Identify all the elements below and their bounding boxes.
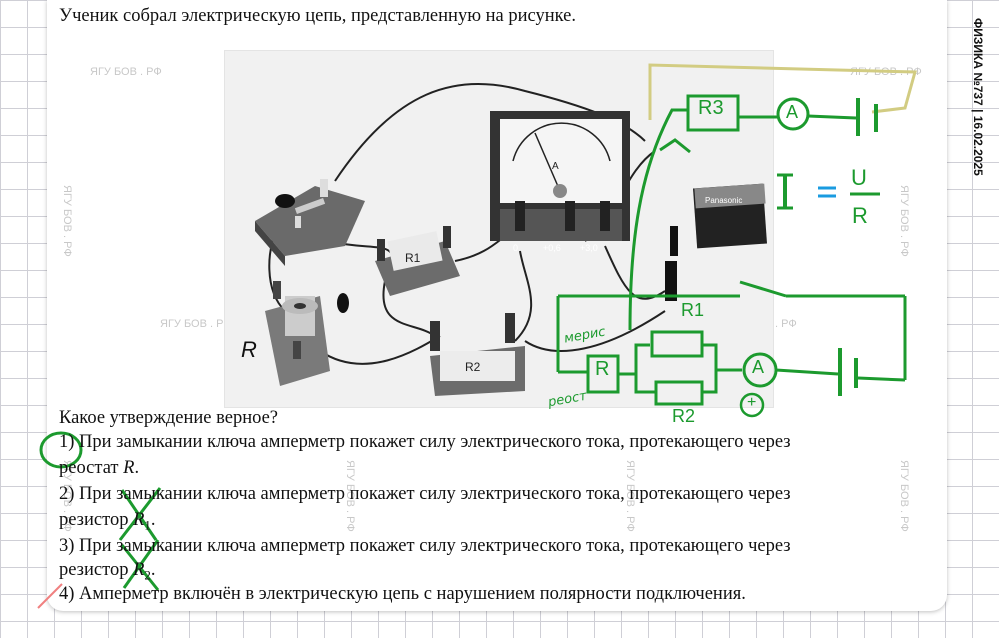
r1-box <box>650 330 704 358</box>
option-2-text: При замыкании ключа амперметр покажет си… <box>79 484 791 504</box>
r3-label: R3 <box>698 97 724 119</box>
pink-strike <box>37 583 63 609</box>
rheostat <box>265 281 349 386</box>
ammeter-circle <box>776 97 810 131</box>
selected-answer-circle <box>39 431 83 469</box>
rheostat-annotation: R <box>595 358 610 380</box>
option-4-number: 4) <box>59 584 75 604</box>
ammeter <box>490 111 630 241</box>
r1-annotation: R1 <box>681 300 705 320</box>
resistor-r2 <box>430 313 525 396</box>
option-3-end: . <box>150 560 156 580</box>
ammeter-terminal-30: +3,0 <box>580 243 598 253</box>
option-1-text-2: реостат <box>59 458 119 478</box>
option-1-line-1[interactable]: 1) При замыкании ключа амперметр покажет… <box>59 432 791 453</box>
option-2-number: 2) <box>59 484 75 504</box>
switch-key <box>255 179 365 266</box>
resistor-r1 <box>375 226 460 296</box>
option-1-text: При замыкании ключа амперметр покажет си… <box>79 432 791 452</box>
cross-option-3 <box>120 539 160 591</box>
ammeter2-label: A <box>752 357 765 377</box>
plus-label: + <box>747 394 757 411</box>
battery <box>665 183 768 301</box>
ammeter-terminal-06: +0,6 <box>543 243 561 253</box>
option-2-text-2: резистор <box>59 510 129 530</box>
option-3-text-2: резистор <box>59 560 129 580</box>
ammeter-letter: A <box>552 161 559 172</box>
battery-brand: Panasonic <box>705 196 742 205</box>
option-3-sub: 2 <box>144 567 151 583</box>
watermark: ЯГУ БОВ . РФ <box>90 66 162 78</box>
rheostat-label: R <box>241 337 257 362</box>
ammeter-label: A <box>786 102 799 122</box>
option-2-line-1[interactable]: 2) При замыкании ключа амперметр покажет… <box>59 484 791 505</box>
option-3-text: При замыкании ключа амперметр покажет си… <box>79 536 791 556</box>
option-3-line-2: резистор R2. <box>59 560 156 584</box>
option-4-line-1[interactable]: 4) Амперметр включён в электрическую цеп… <box>59 584 746 605</box>
ammeter-terminal-0: 0 <box>513 243 518 253</box>
resistor-r1-label: R1 <box>405 251 421 265</box>
r2-box <box>654 380 704 406</box>
formula-denominator: R <box>852 203 868 228</box>
option-1-symbol: R <box>123 458 135 478</box>
resistor-r2-label: R2 <box>465 360 481 374</box>
option-3-number: 3) <box>59 536 75 556</box>
formula-numerator: U <box>851 165 867 190</box>
option-3-symbol: R <box>133 560 145 580</box>
task-prompt: Ученик собрал электрическую цепь, предст… <box>59 6 577 26</box>
r3-box <box>686 94 740 132</box>
option-1-end: . <box>134 458 140 478</box>
option-2-sub: 1 <box>144 517 151 533</box>
option-4-text: Амперметр включён в электрическую цепь с… <box>79 584 746 604</box>
option-1-number: 1) <box>59 432 75 452</box>
r2-annotation: R2 <box>672 406 696 426</box>
yellow-marker-loop <box>648 63 917 120</box>
question-title: Какое утверждение верное? <box>59 408 279 428</box>
option-2-line-2: резистор R1. <box>59 510 156 534</box>
option-2-end: . <box>150 510 156 530</box>
option-2-symbol: R <box>133 510 145 530</box>
option-1-line-2: реостат R. <box>59 458 139 479</box>
option-3-line-1[interactable]: 3) При замыкании ключа амперметр покажет… <box>59 536 791 557</box>
watermark: ЯГУ БОВ . РФ <box>160 318 232 330</box>
plus-circle <box>739 392 765 418</box>
cross-option-2 <box>118 487 162 541</box>
circuit-photo-drawing: R R1 R2 A 0 +0,6 <box>241 82 768 396</box>
circuit-photo: R R1 R2 A 0 +0,6 <box>224 50 774 408</box>
